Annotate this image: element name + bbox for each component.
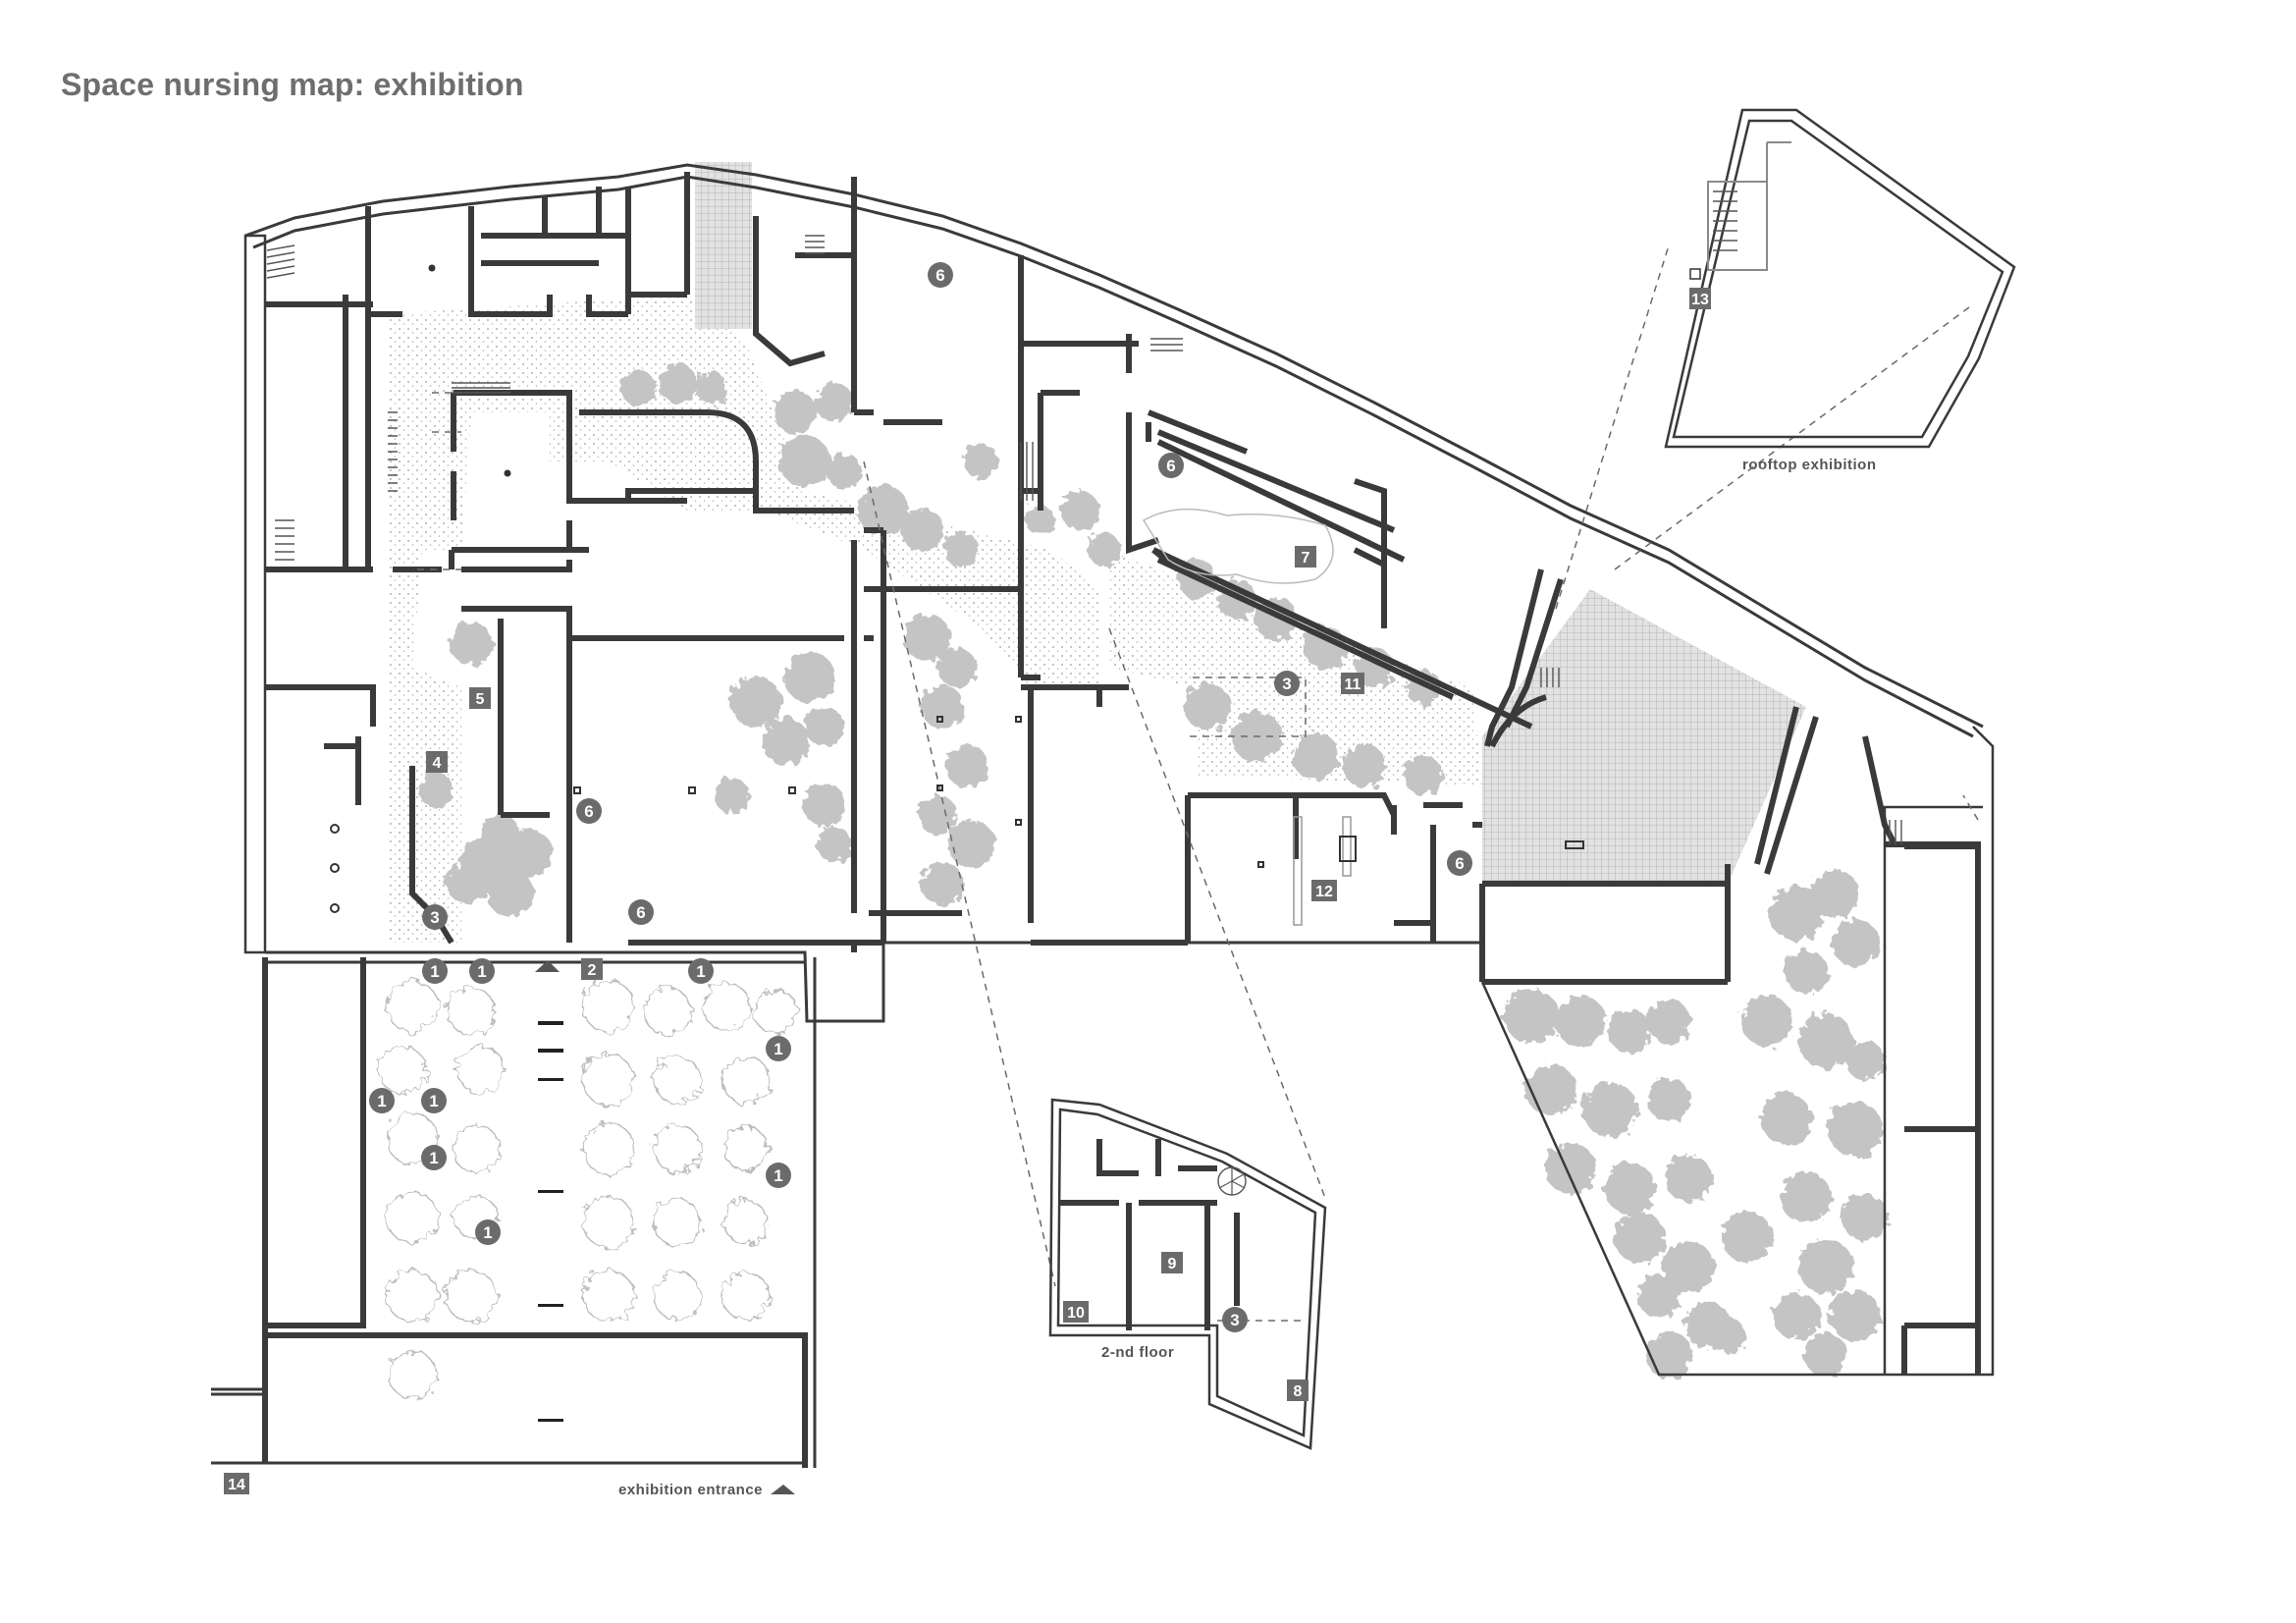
marker-circle: 6: [1447, 850, 1472, 876]
second-floor-caption: 2-nd floor: [1101, 1344, 1174, 1361]
svg-text:4: 4: [433, 755, 442, 772]
marker-circle: 1: [469, 958, 495, 984]
svg-text:3: 3: [430, 908, 439, 927]
marker-square: 5: [469, 687, 491, 709]
svg-text:1: 1: [430, 962, 439, 981]
svg-text:6: 6: [1166, 457, 1175, 475]
exhibit-furniture: [538, 508, 1357, 1422]
structural-columns: [330, 264, 1584, 913]
svg-text:1: 1: [774, 1166, 782, 1185]
svg-text:1: 1: [477, 962, 486, 981]
marker-circle: 3: [1222, 1307, 1248, 1332]
inner-entrance-triangle-icon: [535, 960, 560, 972]
building-walls: [211, 163, 1995, 1468]
marker-circle: 6: [928, 262, 953, 288]
tree-outline-pattern: [378, 980, 798, 1399]
marker-circle: 1: [421, 1145, 447, 1170]
square-markers: 13 7 11 5 4 12 2 9 10 8 14: [224, 288, 1711, 1494]
second-floor-inset: [1048, 1098, 1327, 1450]
svg-text:3: 3: [1230, 1311, 1239, 1329]
marker-circle: 1: [475, 1219, 501, 1245]
entrance-triangle-icon: [771, 1485, 795, 1494]
svg-text:2: 2: [588, 962, 597, 979]
svg-text:1: 1: [774, 1040, 782, 1058]
marker-square: 9: [1161, 1252, 1183, 1273]
rooftop-inset: [1664, 108, 2016, 449]
rooftop-caption: rooftop exhibition: [1742, 457, 1876, 473]
svg-text:1: 1: [483, 1223, 492, 1242]
svg-text:6: 6: [935, 266, 944, 285]
marker-square: 2: [581, 958, 603, 980]
svg-text:8: 8: [1294, 1383, 1303, 1400]
marker-circle: 1: [688, 958, 714, 984]
svg-text:14: 14: [228, 1477, 245, 1493]
marker-circle: 1: [422, 958, 448, 984]
marker-square: 12: [1311, 880, 1337, 901]
svg-text:5: 5: [476, 691, 485, 708]
marker-square: 14: [224, 1473, 249, 1494]
svg-text:6: 6: [584, 802, 593, 821]
svg-text:12: 12: [1315, 884, 1333, 900]
staircase-icon: [266, 235, 1902, 844]
marker-circle: 6: [628, 899, 654, 925]
marker-square: 8: [1287, 1380, 1308, 1401]
marker-square: 4: [426, 751, 448, 773]
tree-canopy-icon: [419, 363, 1889, 1379]
svg-text:11: 11: [1345, 676, 1362, 693]
marker-square: 10: [1063, 1301, 1089, 1323]
marker-circle: 1: [421, 1088, 447, 1113]
marker-circle: 1: [369, 1088, 395, 1113]
svg-text:13: 13: [1691, 292, 1709, 308]
svg-text:10: 10: [1067, 1305, 1085, 1322]
svg-text:1: 1: [429, 1092, 438, 1110]
marker-circle: 6: [1158, 453, 1184, 478]
marker-square: 13: [1689, 288, 1711, 309]
svg-text:6: 6: [1455, 854, 1464, 873]
circle-markers: 6 6 6 6 6 3 3 3 1 1 1 1 1 1 1 1 1: [369, 262, 1472, 1332]
svg-text:7: 7: [1302, 550, 1310, 567]
svg-text:9: 9: [1168, 1256, 1177, 1272]
entrance-caption: exhibition entrance: [618, 1482, 763, 1498]
marker-square: 11: [1341, 673, 1364, 694]
svg-text:6: 6: [636, 903, 645, 922]
svg-text:1: 1: [377, 1092, 386, 1110]
svg-text:1: 1: [696, 962, 705, 981]
marker-square: 7: [1295, 546, 1316, 568]
marker-circle: 1: [766, 1163, 791, 1188]
marker-circle: 3: [422, 904, 448, 930]
tiled-court: [695, 162, 1806, 884]
marker-circle: 6: [576, 798, 602, 824]
marker-circle: 1: [766, 1036, 791, 1061]
marker-circle: 3: [1274, 671, 1300, 696]
page-title: Space nursing map: exhibition: [61, 67, 524, 102]
svg-text:3: 3: [1282, 675, 1291, 693]
svg-text:1: 1: [429, 1149, 438, 1167]
